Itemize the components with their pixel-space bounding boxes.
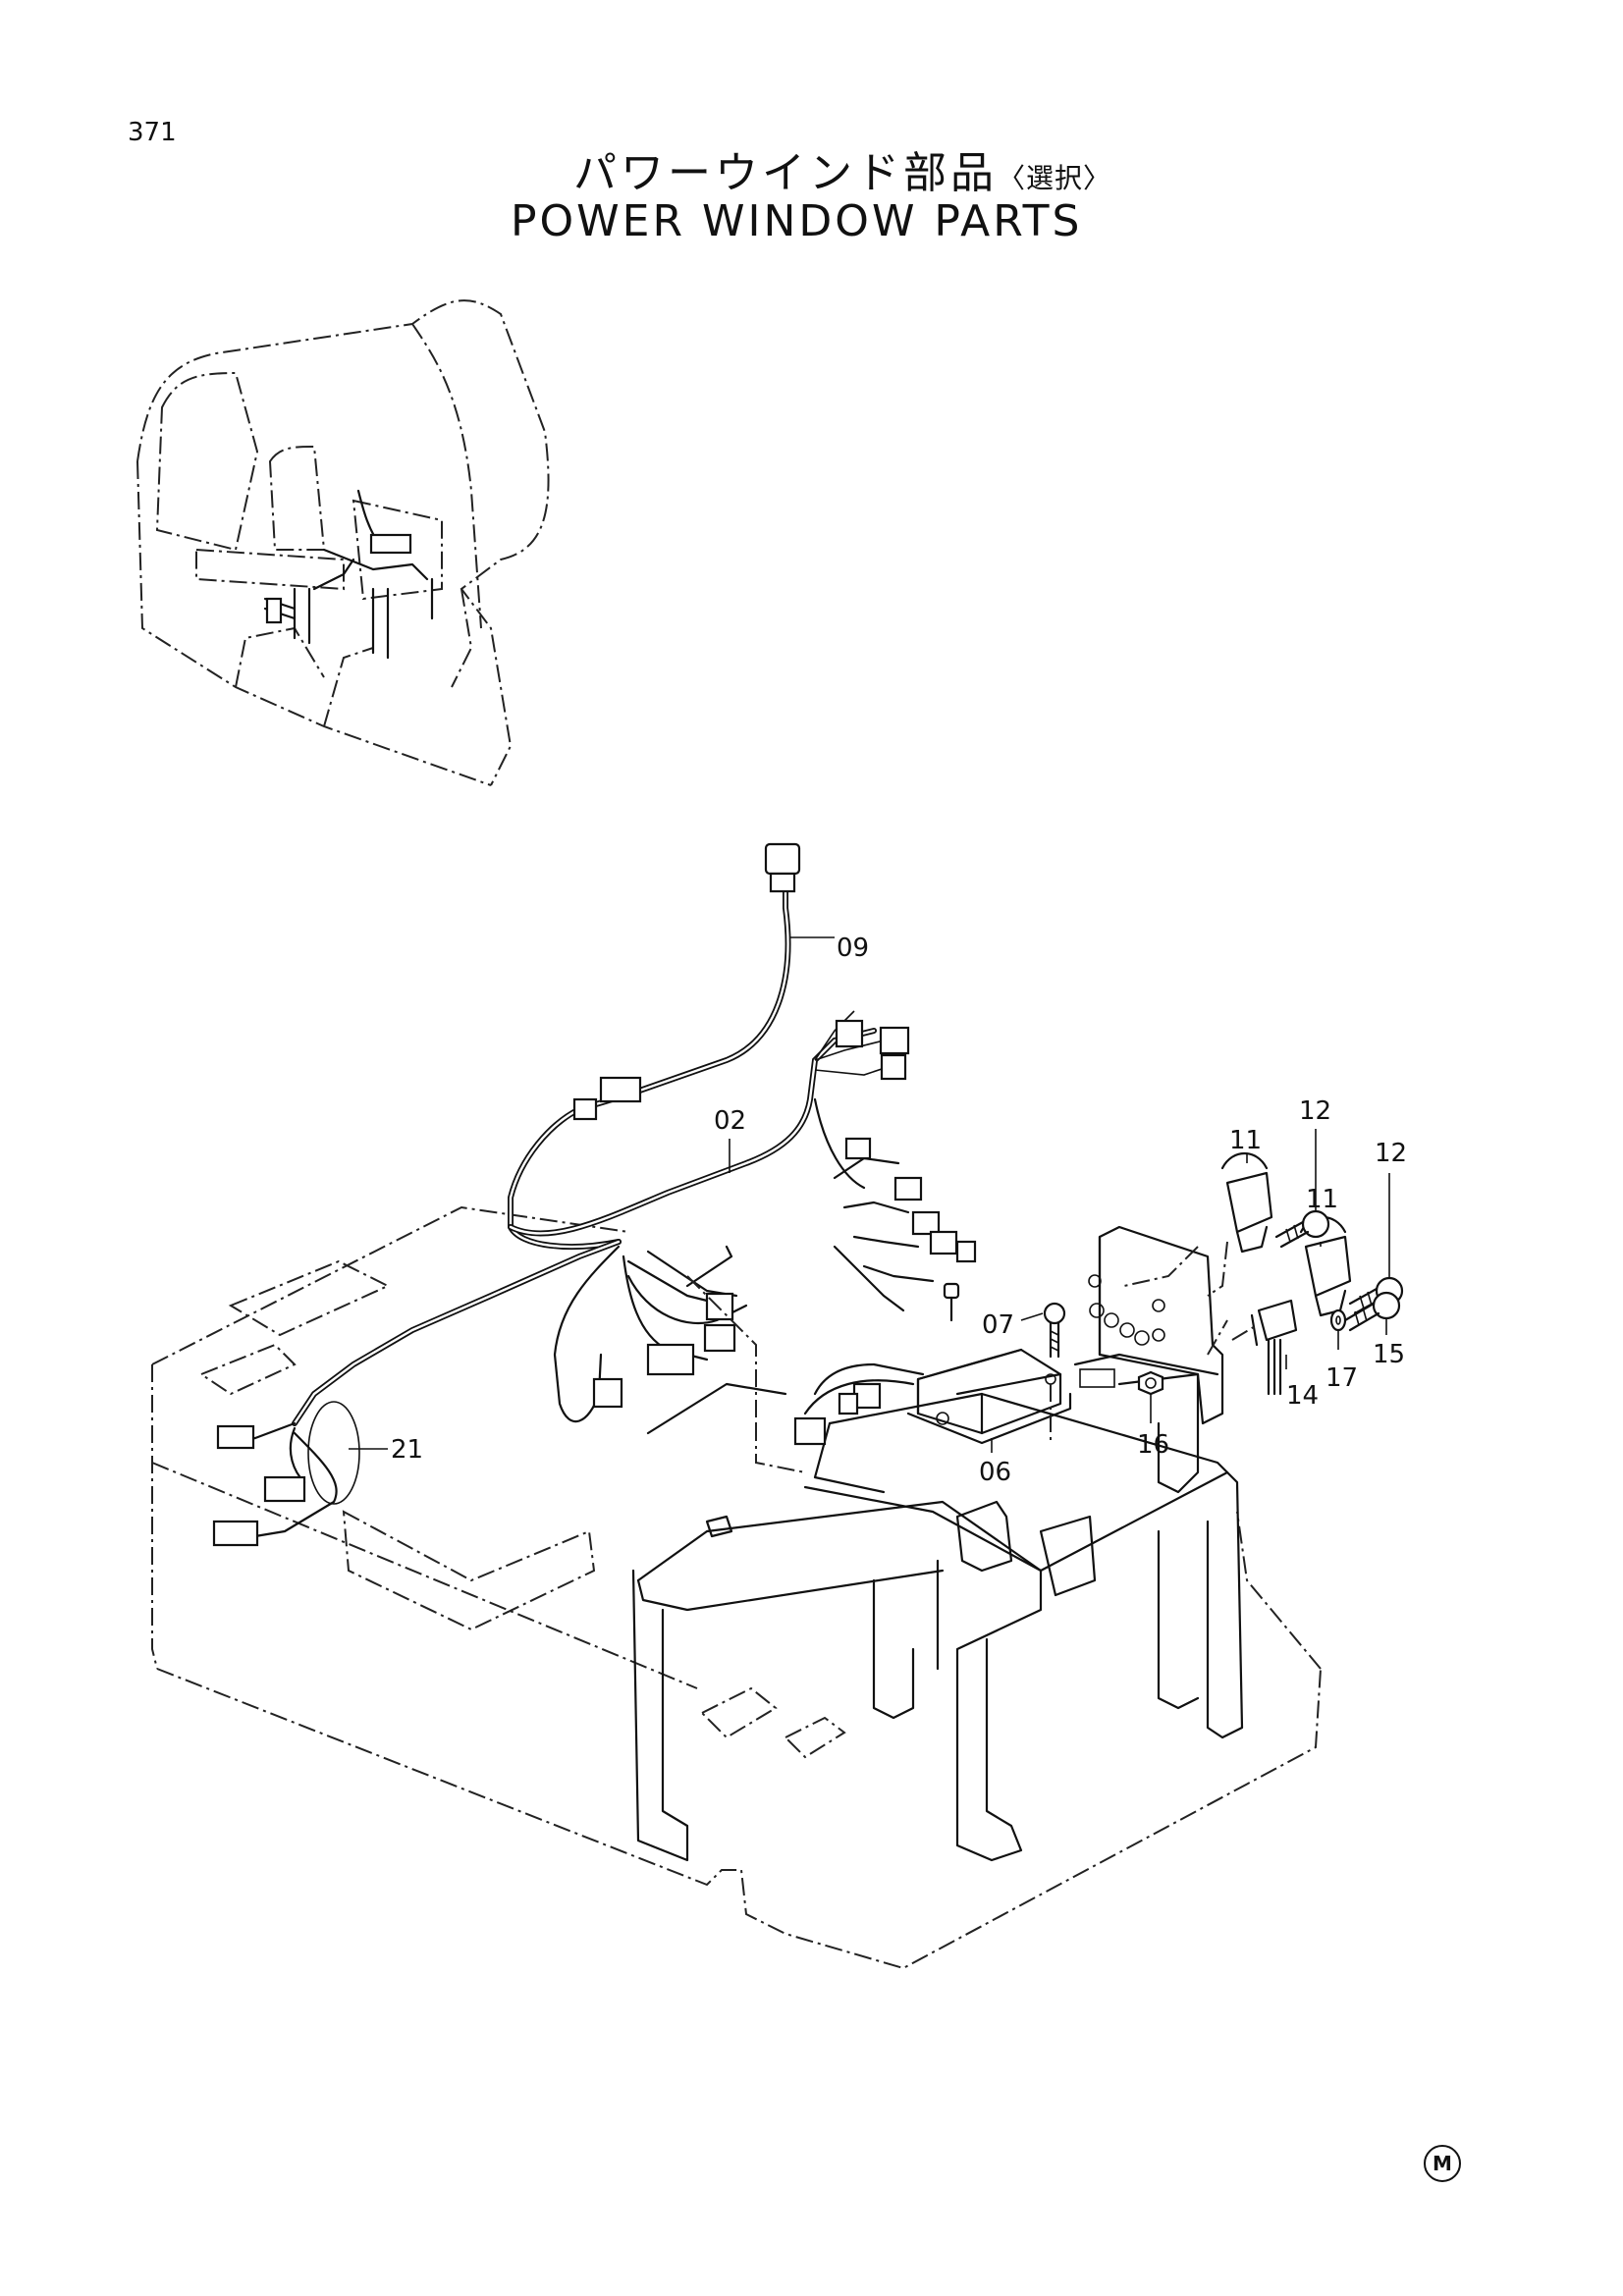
callout-12-b: 12 [1375,1139,1407,1168]
page-title-japanese: パワーウインド部品〈選択〉 [573,137,1111,200]
callout-17: 17 [1325,1363,1358,1393]
relay-14 [1231,1299,1298,1396]
page-title-english: POWER WINDOW PARTS [511,196,1083,246]
bolt-07 [943,1282,1066,1359]
callout-leaders [349,936,1390,1453]
page-number: 371 [128,118,177,147]
callout-21: 21 [391,1435,423,1465]
bolt-12-a [1274,1209,1330,1249]
corner-m-mark: M [1424,2145,1461,2182]
callout-14: 14 [1286,1381,1319,1411]
callout-11-b: 11 [1306,1185,1338,1214]
callout-06: 06 [979,1458,1011,1487]
callout-16: 16 [1137,1430,1169,1460]
callout-11-a: 11 [1229,1126,1262,1155]
wiring-harness [212,842,977,1547]
callout-07: 07 [982,1310,1014,1340]
title-jp-option: 〈選択〉 [998,162,1112,194]
callout-12-a: 12 [1299,1096,1331,1126]
relay-leader-c [1207,1319,1228,1356]
seat-stand-frame [631,1225,1244,1862]
relay-leader-b [1207,1241,1228,1297]
nut-16 [1137,1370,1164,1396]
callout-02: 02 [714,1106,746,1136]
floor-plate [151,1205,1322,1970]
cab-overview-inset [136,299,550,786]
washer-17 [1329,1308,1347,1332]
controller-box-06 [906,1348,1072,1445]
callout-15: 15 [1373,1340,1405,1369]
relay-leader-a [1123,1246,1199,1287]
bolt-15-fastener [1343,1291,1401,1332]
callout-09: 09 [837,934,869,963]
relay-11-a [1220,1152,1273,1254]
title-jp-text: パワーウインド部品 [573,148,998,198]
